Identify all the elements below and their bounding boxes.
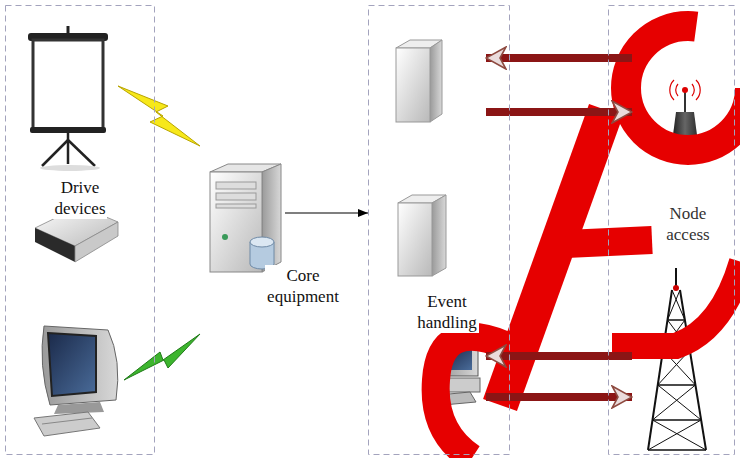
core-server <box>210 164 281 272</box>
watermark-strokes <box>436 26 740 458</box>
server-box <box>398 195 446 276</box>
flow-arrow <box>285 212 368 213</box>
node-label: Core equipment <box>265 265 341 307</box>
signal-arrow <box>486 352 632 360</box>
wireless-bolt <box>124 334 200 380</box>
label-holder: Core equipment <box>265 265 341 307</box>
node-label: Node access <box>664 203 711 245</box>
signal-arrow <box>486 393 632 401</box>
projector-screen <box>28 26 108 171</box>
node-label: Drive devices <box>53 177 108 219</box>
label-holder: Node access <box>664 203 711 245</box>
desktop-computer <box>34 326 118 436</box>
label-holder: Event handling <box>415 291 479 333</box>
handling-panel: Event handling <box>368 5 510 455</box>
panel-outline <box>5 5 155 455</box>
server-box <box>396 40 442 122</box>
node-label: Event handling <box>415 291 479 333</box>
device-panel: Drive devices <box>5 5 155 455</box>
panel-outline <box>368 5 510 455</box>
label-holder: Drive devices <box>53 177 108 219</box>
access-panel: Node access <box>608 5 735 455</box>
signal-arrow <box>486 54 632 62</box>
core-server-node: Core equipment <box>205 160 285 310</box>
signal-arrow <box>486 108 632 116</box>
wireless-bolt <box>118 86 200 146</box>
